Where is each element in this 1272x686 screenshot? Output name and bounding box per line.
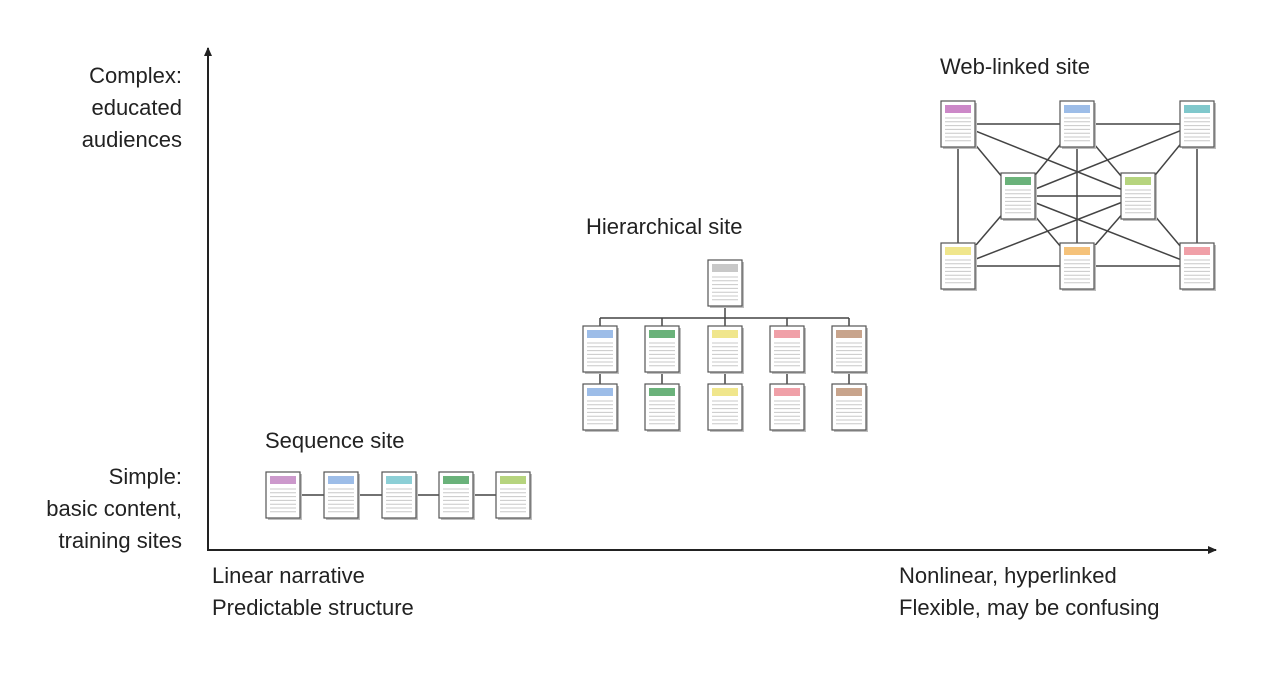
x-left-line-2: Predictable structure [212, 595, 414, 620]
hierarchical-level2-page-2 [644, 383, 681, 432]
web-bottom-page-1-header [945, 247, 971, 255]
hierarchical-level2-page-5-header [836, 388, 862, 396]
web-linked-site-pages [940, 100, 1216, 291]
web-top-page-1-header [945, 105, 971, 113]
sequence-page-3-header [386, 476, 412, 484]
web-top-page-3-header [1184, 105, 1210, 113]
web-middle-page-2-header [1125, 177, 1151, 185]
hierarchical-level2-page-1-header [587, 388, 613, 396]
web-bottom-page-1 [940, 242, 977, 291]
web-middle-page-1 [1000, 172, 1037, 221]
hierarchical-level2-page-5 [831, 383, 868, 432]
hierarchical-root-page-header [712, 264, 738, 272]
hierarchical-site-pages [582, 259, 868, 432]
sequence-page-2 [323, 471, 360, 520]
y-bottom-line-2: basic content, [46, 496, 182, 521]
hierarchical-level1-page-5 [831, 325, 868, 374]
web-linked-site-title: Web-linked site [940, 54, 1090, 79]
web-middle-page-1-header [1005, 177, 1031, 185]
x-right-line-1: Nonlinear, hyperlinked [899, 563, 1117, 588]
y-axis-top-label: Complex: educated audiences [82, 60, 182, 156]
web-bottom-page-3-header [1184, 247, 1210, 255]
y-top-line-1: Complex: [89, 63, 182, 88]
y-bottom-line-3: training sites [58, 528, 182, 553]
web-top-page-1 [940, 100, 977, 149]
web-top-page-2-header [1064, 105, 1090, 113]
web-bottom-page-3 [1179, 242, 1216, 291]
sequence-page-4-header [443, 476, 469, 484]
x-axis-right-label: Nonlinear, hyperlinked Flexible, may be … [899, 560, 1159, 624]
hierarchical-level2-page-4-header [774, 388, 800, 396]
hierarchical-site-title: Hierarchical site [586, 214, 743, 239]
hierarchical-level1-page-1-header [587, 330, 613, 338]
hierarchical-level2-page-1 [582, 383, 619, 432]
x-axis-left-label: Linear narrative Predictable structure [212, 560, 414, 624]
hierarchical-level1-page-1 [582, 325, 619, 374]
hierarchical-root-page [707, 259, 744, 308]
hierarchical-level2-page-3-header [712, 388, 738, 396]
y-top-line-3: audiences [81, 127, 182, 152]
sequence-page-1-header [270, 476, 296, 484]
web-bottom-page-2-header [1064, 247, 1090, 255]
sequence-site-pages [265, 471, 532, 520]
hierarchical-level1-page-3 [707, 325, 744, 374]
hierarchical-level1-page-3-header [712, 330, 738, 338]
sequence-site-title: Sequence site [265, 428, 405, 453]
web-top-page-2 [1059, 100, 1096, 149]
hierarchical-level1-page-5-header [836, 330, 862, 338]
hierarchical-level1-page-2 [644, 325, 681, 374]
hierarchical-level2-page-4 [769, 383, 806, 432]
sequence-page-5-header [500, 476, 526, 484]
y-top-line-2: educated [91, 95, 182, 120]
sequence-page-3 [381, 471, 418, 520]
y-bottom-line-1: Simple: [108, 464, 182, 489]
sequence-page-4 [438, 471, 475, 520]
hierarchical-level1-page-2-header [649, 330, 675, 338]
hierarchical-level1-page-4 [769, 325, 806, 374]
sequence-page-2-header [328, 476, 354, 484]
web-bottom-page-2 [1059, 242, 1096, 291]
y-axis-bottom-label: Simple: basic content, training sites [46, 461, 182, 557]
hierarchical-level2-page-3 [707, 383, 744, 432]
web-middle-page-2 [1120, 172, 1157, 221]
sequence-page-1 [265, 471, 302, 520]
hierarchical-level2-page-2-header [649, 388, 675, 396]
x-right-line-2: Flexible, may be confusing [899, 595, 1160, 620]
hierarchical-level1-page-4-header [774, 330, 800, 338]
sequence-page-5 [495, 471, 532, 520]
x-left-line-1: Linear narrative [212, 563, 365, 588]
web-top-page-3 [1179, 100, 1216, 149]
